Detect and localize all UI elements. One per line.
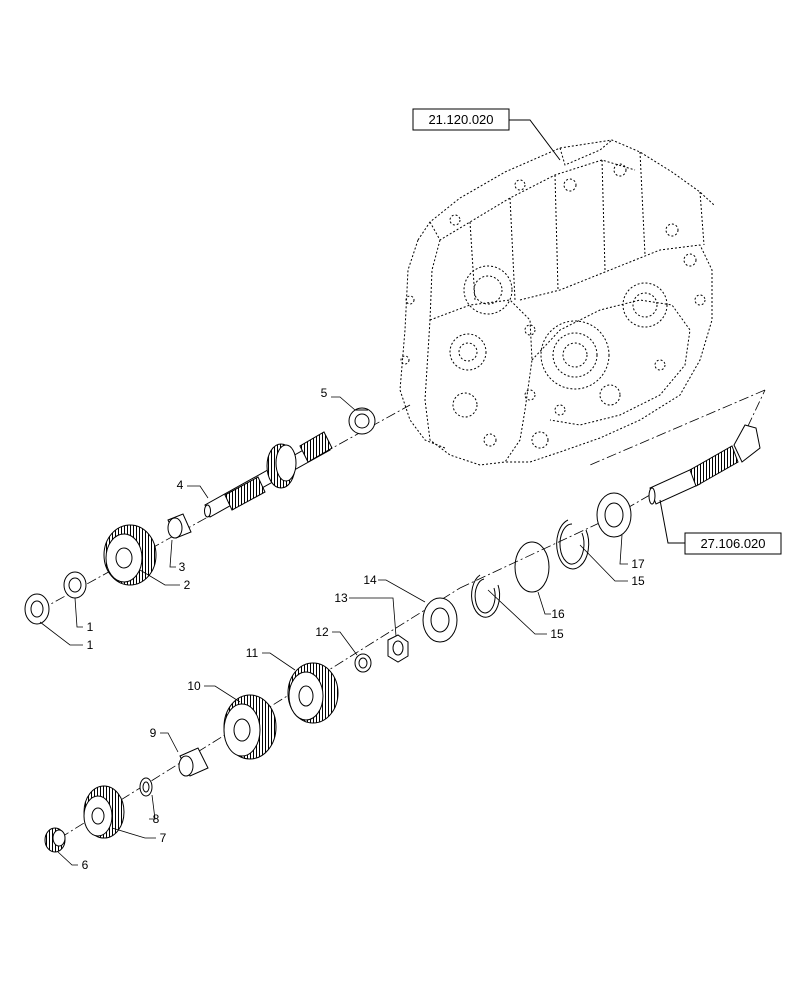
callout-6: 6 [82,858,89,872]
callout-leaders [39,396,628,866]
callout-4: 4 [177,478,184,492]
callout-1b: 1 [87,638,94,652]
ref-box-housing[interactable]: 21.120.020 [412,108,561,161]
callout-13: 13 [334,591,348,605]
gear-10 [223,694,277,760]
callout-12: 12 [315,625,329,639]
callout-14: 14 [363,573,377,587]
bearing-14 [422,597,458,643]
bearing-17 [596,492,632,538]
assembly-axis-lines [39,389,766,839]
bushing-3 [167,513,192,539]
callout-10: 10 [187,679,201,693]
gear-11 [287,662,339,724]
ref-box-pinion-shaft[interactable]: 27.106.020 [659,499,782,555]
callout-5: 5 [321,386,328,400]
callout-9: 9 [150,726,157,740]
snap-ring-15b [556,519,590,570]
shaft-gear [266,443,297,489]
ref-label-housing: 21.120.020 [428,112,493,127]
bushing-9 [178,747,209,777]
transmission-housing [399,139,715,466]
callout-16: 16 [551,607,565,621]
shaft-4 [204,431,333,518]
snap-ring-15a [471,574,501,618]
callout-8: 8 [153,812,160,826]
ring-8 [139,777,153,797]
gear-7 [83,785,125,839]
callout-3: 3 [179,560,186,574]
callout-15b: 15 [631,574,645,588]
callout-7: 7 [160,831,167,845]
needle-bearing-6 [44,827,66,853]
ring-12 [354,653,372,673]
nut-13 [387,634,409,663]
callout-2: 2 [184,578,191,592]
callout-15a: 15 [550,627,564,641]
gear-2 [103,524,157,586]
callout-17: 17 [631,557,645,571]
callout-1a: 1 [87,620,94,634]
pinion-shaft [648,424,761,505]
ref-label-pinion-shaft: 27.106.020 [700,536,765,551]
bearing-1a [63,571,87,599]
ring-16 [514,541,550,593]
bearing-5 [348,407,376,435]
bearing-1b [24,593,50,625]
callout-11: 11 [246,646,259,660]
